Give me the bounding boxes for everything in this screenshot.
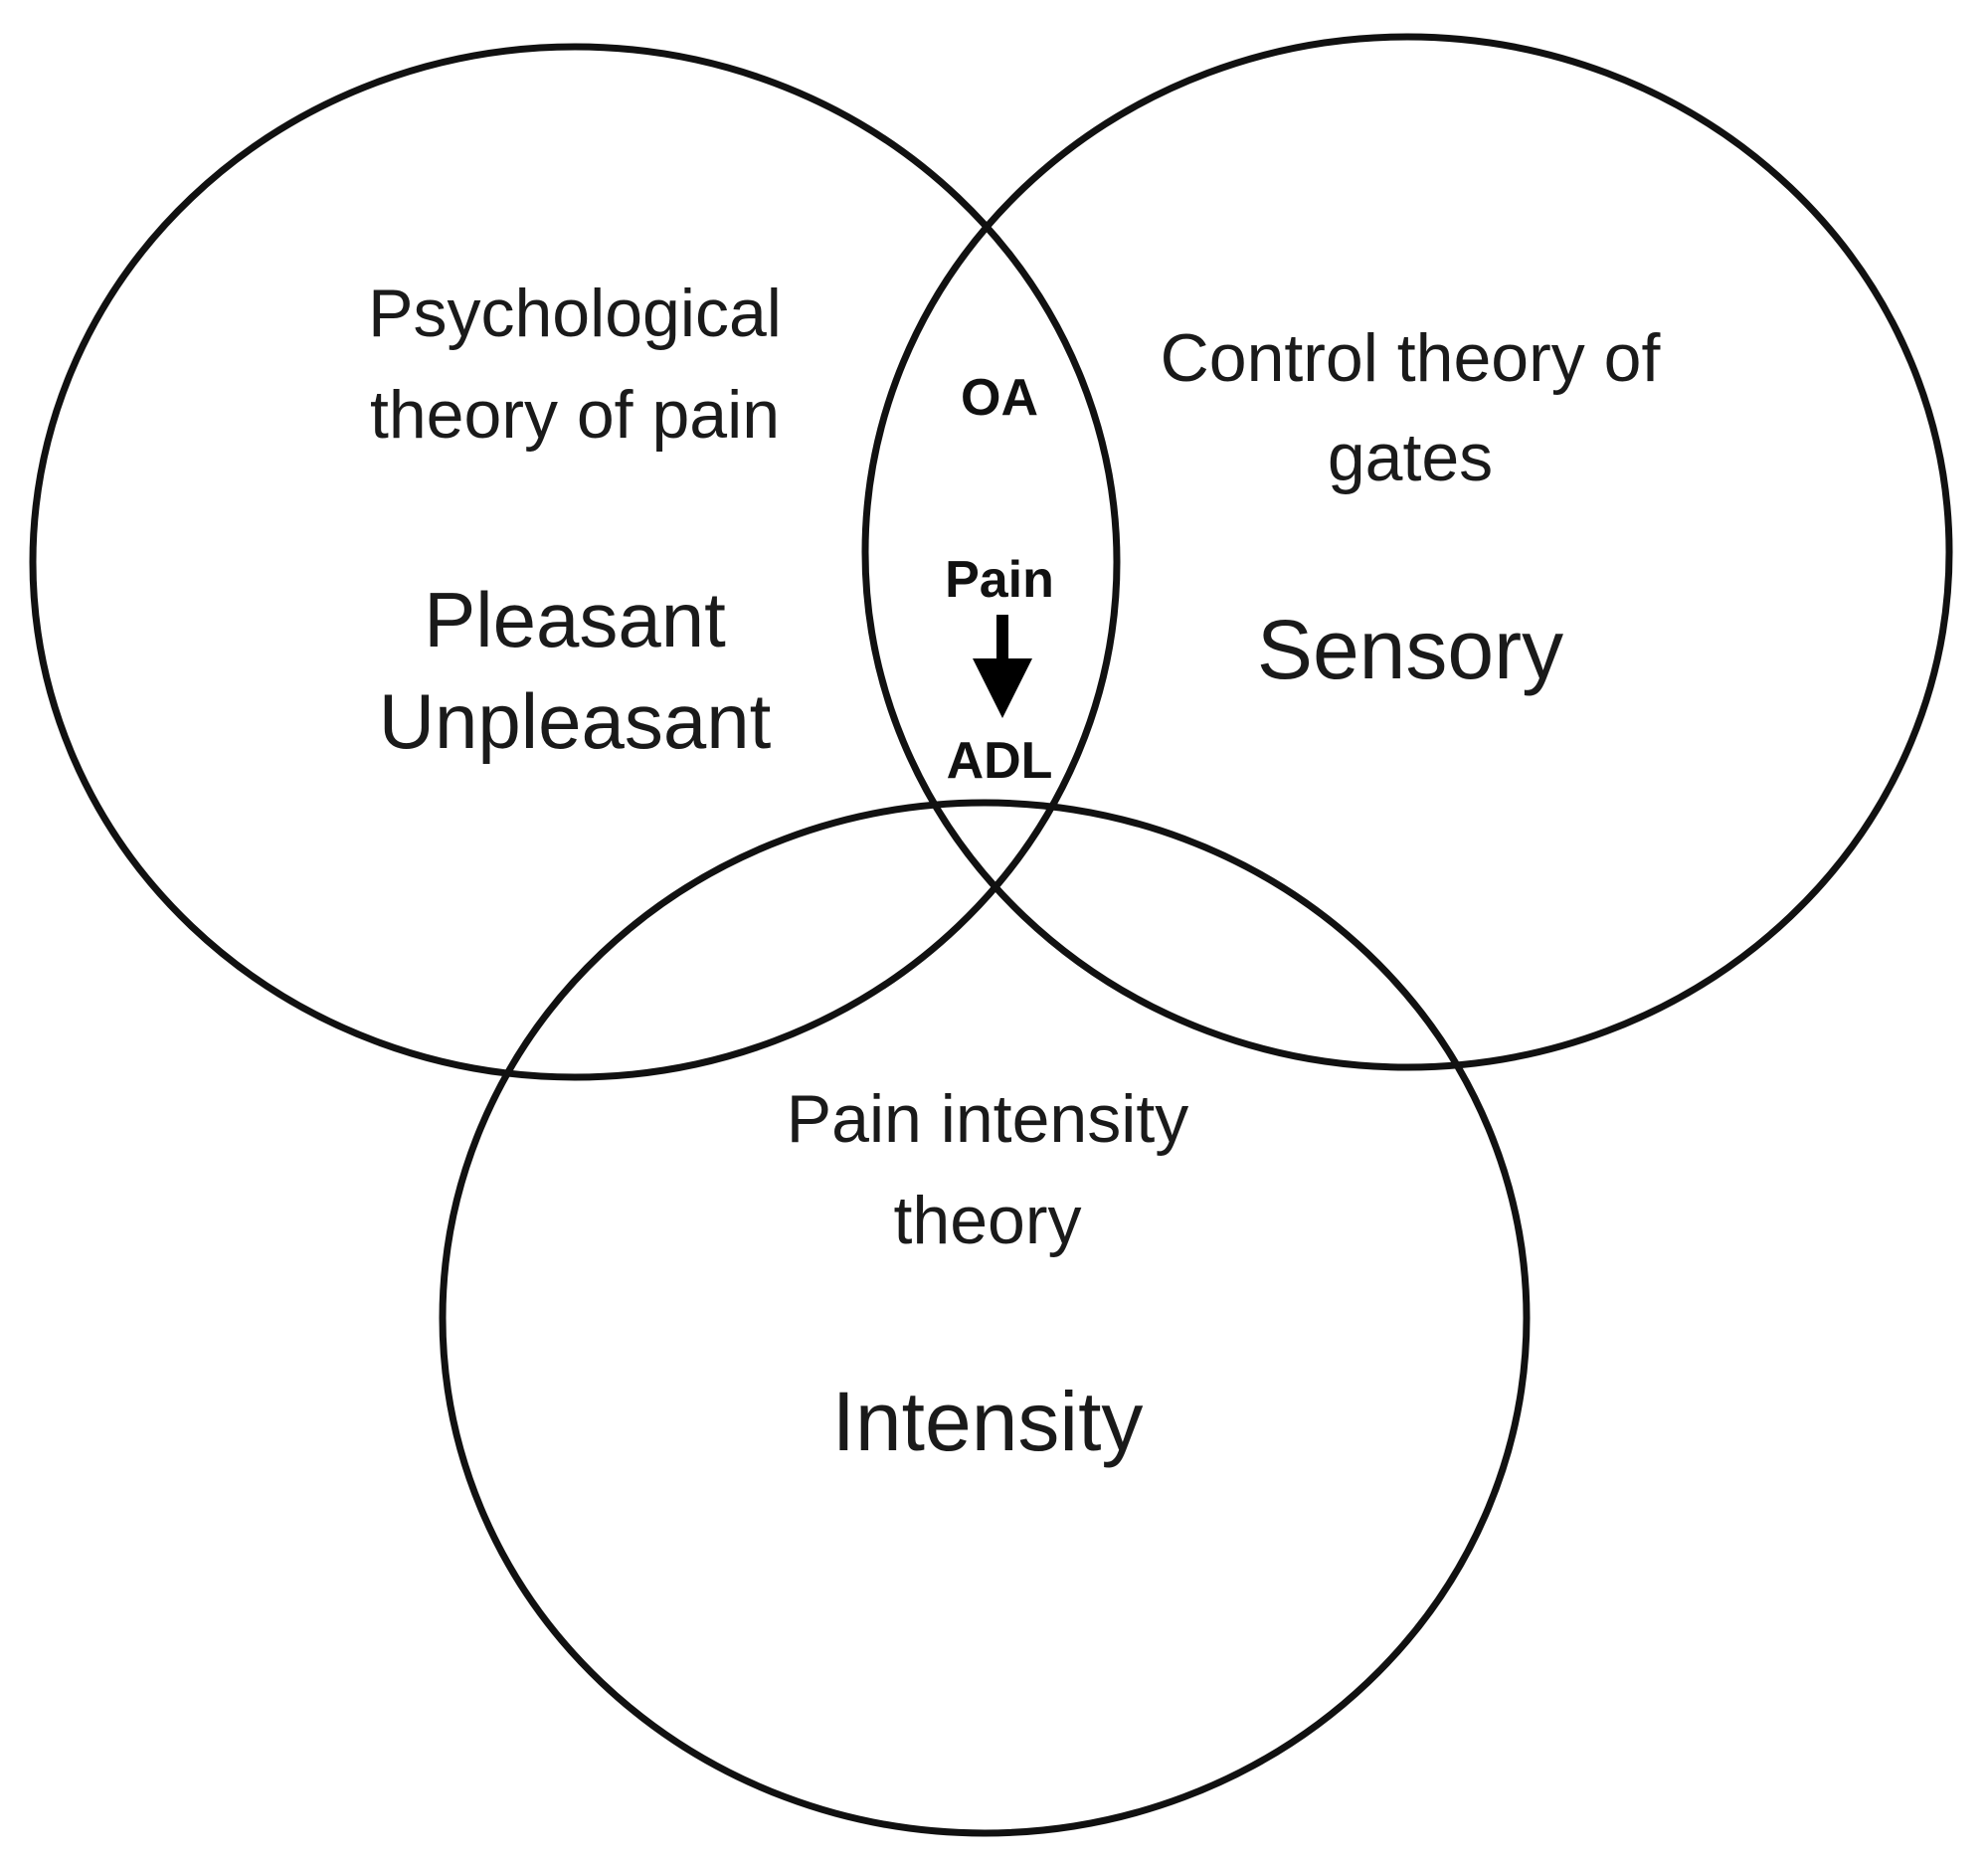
pleasant-label: Pleasant bbox=[424, 576, 726, 663]
pain-label: Pain bbox=[945, 551, 1054, 609]
adl-label: ADL bbox=[947, 732, 1053, 790]
intensity-title-line2: theory bbox=[894, 1183, 1082, 1258]
unpleasant-label: Unpleasant bbox=[379, 677, 772, 765]
gate-control-title-line1: Control theory of bbox=[1161, 320, 1661, 396]
intensity-title-line1: Pain intensity bbox=[787, 1081, 1188, 1157]
psychological-theory-circle bbox=[29, 43, 1121, 1081]
sensory-label: Sensory bbox=[1257, 603, 1563, 696]
psychological-title-line2: theory of pain bbox=[370, 377, 780, 453]
pain-intensity-theory-circle bbox=[439, 799, 1531, 1837]
gate-control-theory-circle bbox=[861, 33, 1953, 1071]
psychological-title-line1: Psychological bbox=[368, 276, 782, 351]
oa-label: OA bbox=[961, 369, 1038, 427]
intensity-keyword-label: Intensity bbox=[832, 1375, 1144, 1468]
gate-control-title-line2: gates bbox=[1328, 420, 1493, 495]
down-arrow-icon bbox=[973, 615, 1032, 718]
